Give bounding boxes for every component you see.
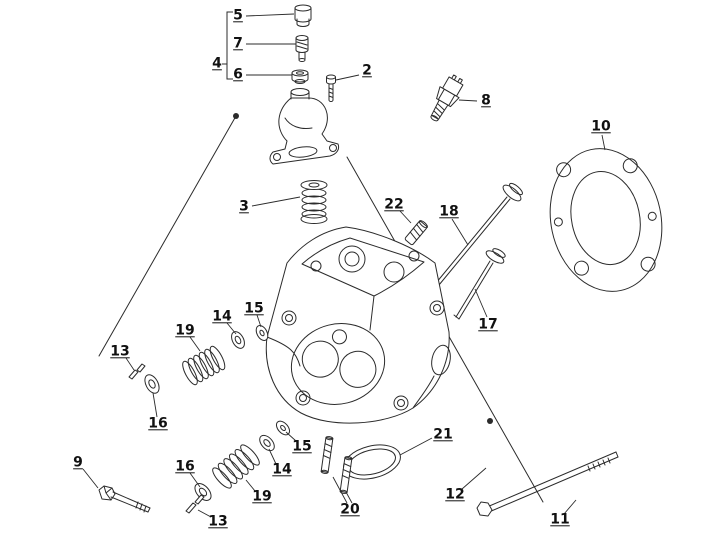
- callout-14b: 14: [272, 461, 292, 478]
- part-cap: [294, 4, 312, 27]
- callout-19b: 19: [252, 488, 272, 505]
- leader-18: [451, 218, 469, 246]
- leader-16: [152, 392, 158, 418]
- part-stud: [404, 220, 428, 246]
- leader-15b: [285, 431, 297, 442]
- part-cotters-upper: [128, 363, 146, 380]
- callout-21: 21: [433, 426, 453, 443]
- callout-6: 6: [233, 66, 243, 83]
- leader-11: [563, 499, 577, 515]
- callout-15b: 15: [292, 438, 312, 455]
- part-bolt-long: [476, 451, 619, 517]
- leader-12: [461, 467, 487, 490]
- bracket-group-4: [222, 11, 233, 80]
- callout-14: 14: [212, 308, 232, 325]
- callout-19: 19: [175, 322, 195, 339]
- callout-8: 8: [481, 92, 491, 109]
- callout-22: 22: [384, 196, 404, 213]
- part-retainer-upper: [255, 325, 269, 341]
- callout-13: 13: [110, 343, 130, 360]
- leader-15: [256, 314, 262, 328]
- part-valve-seal: [295, 35, 309, 62]
- part-cotters-lower: [185, 494, 205, 514]
- leader-13: [125, 357, 135, 371]
- callout-20: 20: [340, 501, 360, 518]
- leader-10: [601, 134, 606, 151]
- part-screw: [326, 74, 336, 102]
- leader-9: [82, 468, 99, 489]
- part-union-housing: [269, 88, 340, 165]
- part-washer-upper: [144, 374, 160, 394]
- leader-17: [474, 288, 488, 318]
- callout-12: 12: [445, 486, 465, 503]
- leader-5: [245, 13, 295, 17]
- callout-15: 15: [244, 300, 264, 317]
- leader-14: [226, 322, 237, 335]
- leader-3: [251, 196, 301, 207]
- part-washer-lower: [194, 483, 212, 501]
- leader-19b: [245, 479, 256, 492]
- callout-3: 3: [239, 198, 249, 215]
- callout-17: 17: [478, 316, 498, 333]
- part-cylinder-head: [265, 226, 451, 424]
- callout-18: 18: [439, 203, 459, 220]
- leader-lines: [82, 13, 606, 518]
- leader-8: [458, 99, 478, 102]
- leader-20: [332, 476, 348, 504]
- part-head-gasket: [549, 148, 663, 292]
- callout-9: 9: [73, 454, 83, 471]
- assembly-dot: [233, 113, 239, 119]
- part-valve-spring-lower: [212, 444, 260, 489]
- callout-7: 7: [233, 35, 243, 52]
- leader-22: [399, 210, 412, 224]
- assembly-dot: [487, 418, 493, 424]
- leader-14b: [268, 448, 277, 465]
- part-spring-seat: [291, 69, 309, 84]
- part-studs: [320, 436, 353, 494]
- part-retainer-lower: [275, 420, 291, 436]
- leader-19: [189, 336, 201, 352]
- group-bracket: [222, 11, 233, 80]
- part-bolt-short: [98, 485, 151, 513]
- callout-2: 2: [362, 62, 372, 79]
- leader-2: [335, 74, 360, 81]
- callout-13b: 13: [208, 513, 228, 530]
- leader-21: [399, 437, 433, 456]
- leader-13b: [197, 509, 212, 518]
- callout-16: 16: [148, 415, 168, 432]
- part-spring-seat-upper: [231, 331, 245, 349]
- part-temp-sensor: [430, 74, 464, 122]
- callout-5: 5: [233, 7, 243, 24]
- part-spring-seat-lower: [259, 434, 275, 452]
- callout-10: 10: [591, 118, 611, 135]
- leader-16b: [189, 472, 201, 488]
- assembly-frame-line: [98, 115, 237, 357]
- leader-20: [345, 491, 353, 504]
- part-valve-spring-upper: [182, 345, 226, 386]
- callout-4: 4: [212, 55, 222, 72]
- part-spring-assembly: [300, 180, 328, 224]
- callout-11: 11: [550, 511, 570, 528]
- callout-16b: 16: [175, 458, 195, 475]
- part-valve-intake: [453, 248, 506, 320]
